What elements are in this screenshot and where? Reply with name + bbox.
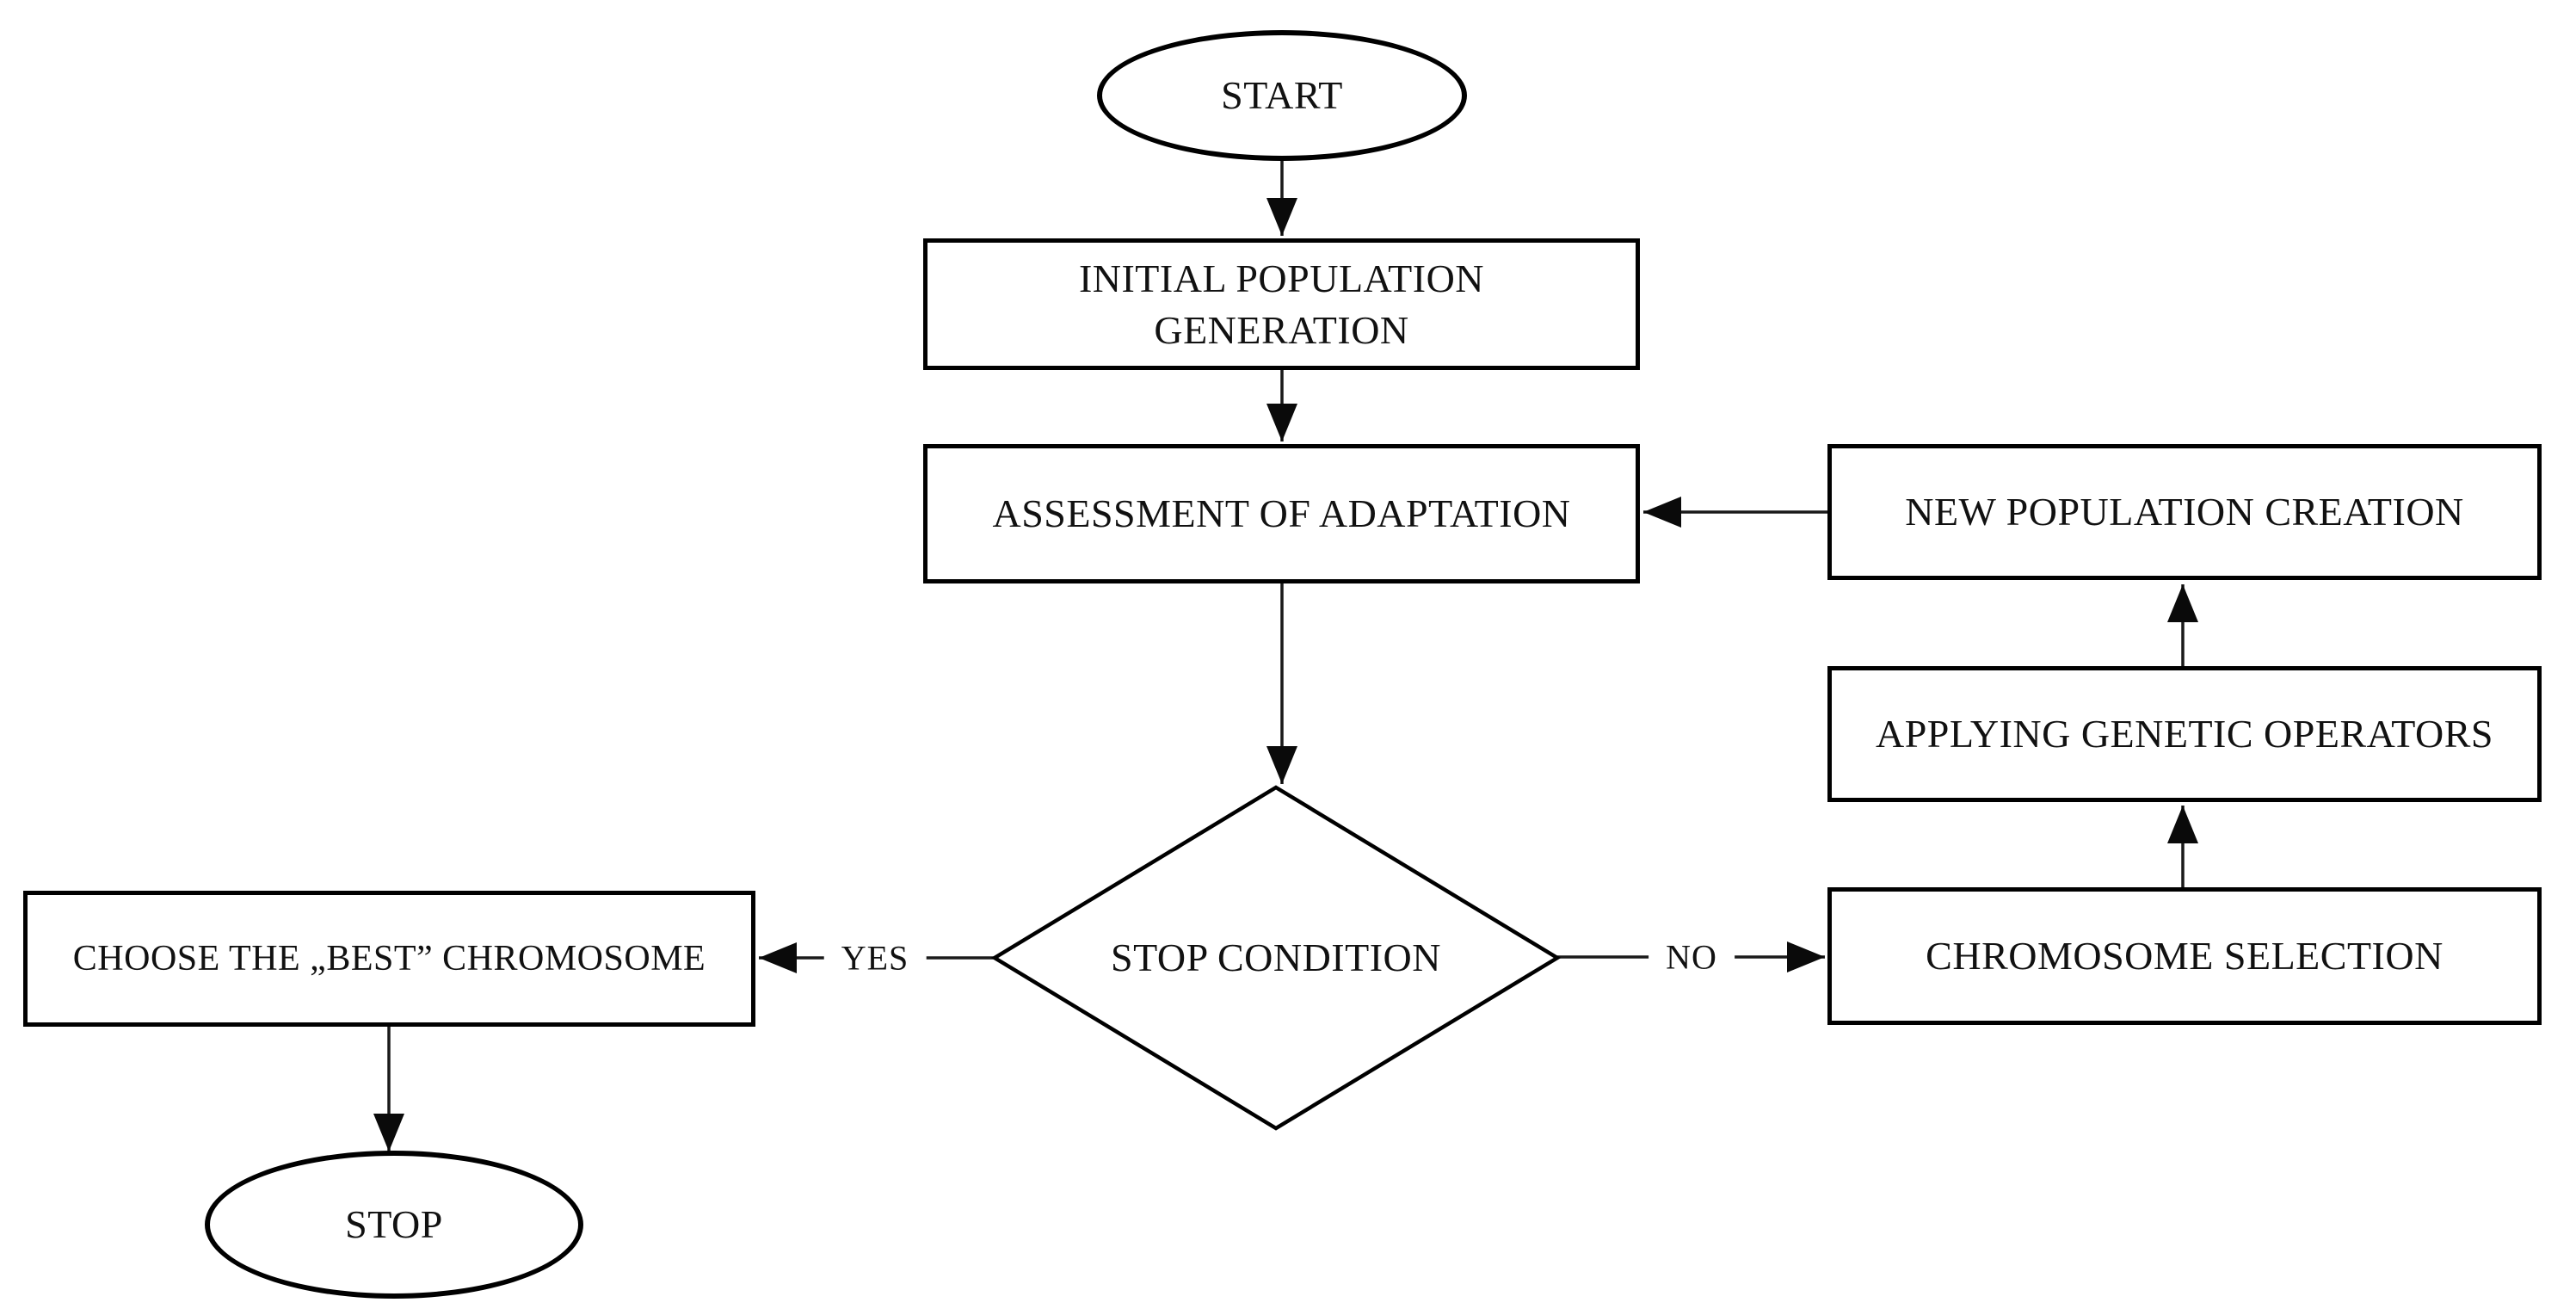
node-applying-genetic-operators: APPLYING GENETIC OPERATORS [1827, 666, 2542, 802]
node-choose-best-chromosome-label: CHOOSE THE „BEST” CHROMOSOME [72, 938, 706, 979]
node-choose-best-chromosome: CHOOSE THE „BEST” CHROMOSOME [23, 891, 755, 1027]
edge-label-yes: YES [823, 935, 927, 980]
edge-label-no: NO [1649, 935, 1735, 979]
node-start: START [1097, 30, 1467, 161]
node-assessment-of-adaptation: ASSESSMENT OF ADAPTATION [923, 444, 1640, 583]
node-initial-population-generation: INITIAL POPULATION GENERATION [923, 238, 1640, 370]
node-new-population-creation-label: NEW POPULATION CREATION [1905, 490, 2464, 534]
node-chromosome-selection: CHROMOSOME SELECTION [1827, 887, 2542, 1025]
node-assessment-of-adaptation-label: ASSESSMENT OF ADAPTATION [992, 491, 1571, 536]
decision-diamond-stop-condition [990, 785, 1562, 1131]
node-applying-genetic-operators-label: APPLYING GENETIC OPERATORS [1875, 712, 2494, 756]
node-chromosome-selection-label: CHROMOSOME SELECTION [1926, 934, 2444, 979]
node-initial-population-generation-label: INITIAL POPULATION GENERATION [1079, 253, 1484, 356]
node-stop-label: STOP [345, 1202, 443, 1247]
node-stop: STOP [205, 1151, 583, 1299]
node-new-population-creation: NEW POPULATION CREATION [1827, 444, 2542, 580]
label-line-2: GENERATION [1154, 307, 1409, 352]
label-line-1: INITIAL POPULATION [1078, 256, 1485, 300]
node-start-label: START [1221, 73, 1343, 118]
